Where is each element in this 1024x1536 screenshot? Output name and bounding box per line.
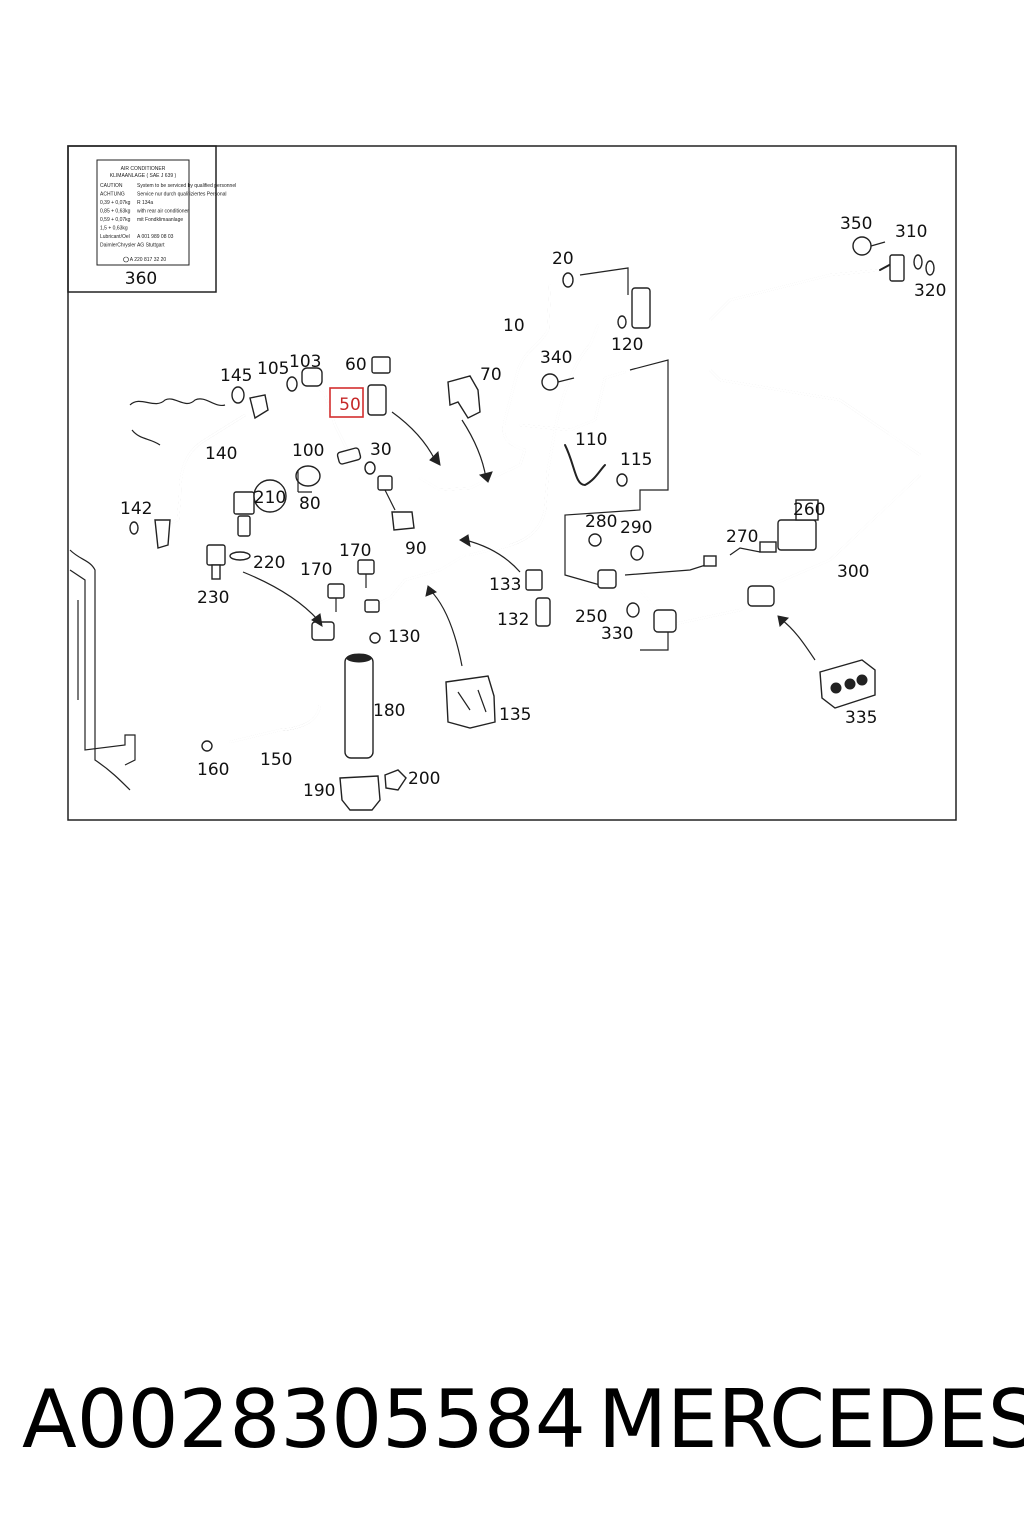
label-170-a: 170	[300, 560, 332, 580]
label-340: 340	[540, 348, 572, 368]
sticker-cell: 1,5 + 0,63kg	[100, 226, 128, 232]
label-200: 200	[408, 769, 440, 789]
clamp-70	[447, 375, 481, 419]
callout-arrows	[242, 411, 816, 667]
sticker-cell: R 134a	[137, 200, 153, 206]
connector-260	[729, 499, 819, 556]
brand-name: MERCEDES	[598, 1373, 1024, 1466]
sticker-cell: Service nur durch qualifiziertes Persona…	[137, 192, 227, 198]
bolt-350	[852, 236, 935, 282]
pipe-10	[418, 283, 552, 492]
condenser-outline	[69, 398, 226, 791]
label-103: 103	[289, 352, 321, 372]
label-150: 150	[260, 750, 292, 770]
label-270: 270	[726, 527, 758, 547]
label-250: 250	[575, 607, 607, 627]
sensor-210	[206, 491, 255, 580]
label-120: 120	[611, 335, 643, 355]
label-130: 130	[388, 627, 420, 647]
label-170-b: 170	[339, 541, 371, 561]
label-110: 110	[575, 430, 607, 450]
pipe-130	[364, 553, 467, 644]
sticker-cell: CAUTION	[100, 183, 123, 189]
label-132: 132	[497, 610, 529, 630]
grommet-335	[819, 659, 876, 709]
sticker-cell: 0,39 + 0,07kg	[100, 200, 131, 206]
label-230: 230	[197, 588, 229, 608]
label-300: 300	[837, 562, 869, 582]
sticker-cell: A 001 989 08 03	[137, 234, 174, 240]
switch-60	[367, 356, 391, 416]
washers-145	[129, 376, 644, 618]
pipe-140	[154, 394, 269, 549]
label-80: 80	[299, 494, 321, 514]
label-280: 280	[585, 512, 617, 532]
label-310: 310	[895, 222, 927, 242]
label-145: 145	[220, 366, 252, 386]
sticker-box: AIR CONDITIONER KLIMAANLAGE ( SAE J 639 …	[67, 145, 236, 293]
sticker-title-1: AIR CONDITIONER	[121, 166, 166, 172]
label-320: 320	[914, 281, 946, 301]
label-30: 30	[370, 440, 392, 460]
label-350: 350	[840, 214, 872, 234]
label-160: 160	[197, 760, 229, 780]
label-142: 142	[120, 499, 152, 519]
label-220: 220	[253, 553, 285, 573]
label-100: 100	[292, 441, 324, 461]
label-10: 10	[503, 316, 525, 336]
sticker-cell: 0,59 + 0,07kg	[100, 217, 131, 223]
label-335: 335	[845, 708, 877, 728]
label-105: 105	[257, 359, 289, 379]
valve-133	[525, 569, 551, 627]
part-labels: 10 20 30 60 70 80 90 100 103 105 110 115…	[120, 214, 946, 801]
label-180: 180	[373, 701, 405, 721]
diagram-frame	[67, 145, 957, 821]
label-190: 190	[303, 781, 335, 801]
bolts-170	[327, 559, 375, 612]
pipe-vertical-mid	[468, 323, 600, 557]
part-number: A0028305584	[22, 1373, 586, 1466]
sticker-code: A 220 817 32 20	[130, 257, 167, 263]
sticker-cell: 0,85 + 0,63kg	[100, 209, 131, 215]
label-115: 115	[620, 450, 652, 470]
sticker-cell: with rear air conditioner	[137, 209, 189, 215]
clamp-135	[445, 675, 496, 729]
label-60: 60	[345, 355, 367, 375]
label-260: 260	[793, 500, 825, 520]
pipe-150	[201, 621, 335, 752]
label-140: 140	[205, 444, 237, 464]
bolt-340	[541, 373, 575, 391]
label-90: 90	[405, 539, 427, 559]
drier-180	[339, 653, 407, 811]
washer-80	[295, 465, 321, 487]
label-50: 50	[339, 395, 361, 415]
label-360: 360	[125, 269, 157, 289]
label-330: 330	[601, 624, 633, 644]
label-133: 133	[489, 575, 521, 595]
label-135: 135	[499, 705, 531, 725]
pipe-110	[518, 370, 627, 486]
sticker-title-2: KLIMAANLAGE ( SAE J 639 )	[110, 173, 177, 179]
switch-20	[562, 267, 651, 329]
sticker-cell: Lubricant/Oel	[100, 234, 130, 240]
label-290: 290	[620, 518, 652, 538]
sticker-cell: DaimlerChrysler AG Stuttgart	[100, 243, 165, 249]
sticker-cell: ACHTUNG	[100, 192, 125, 198]
sticker-rows: CAUTION System to be serviced by qualifie…	[100, 183, 236, 249]
highlight-box-50	[329, 387, 364, 418]
label-20: 20	[552, 249, 574, 269]
footer: A0028305584 MERCEDES	[0, 1370, 1024, 1470]
bolt-90	[377, 475, 415, 531]
pipe-assembly-250	[597, 555, 775, 633]
sticker-cell: System to be serviced by qualified perso…	[137, 183, 236, 189]
parts-diagram: AIR CONDITIONER KLIMAANLAGE ( SAE J 639 …	[67, 145, 957, 821]
label-70: 70	[480, 365, 502, 385]
label-210: 210	[254, 488, 286, 508]
sticker-cell: mit Fondklimaanlage	[137, 217, 183, 223]
